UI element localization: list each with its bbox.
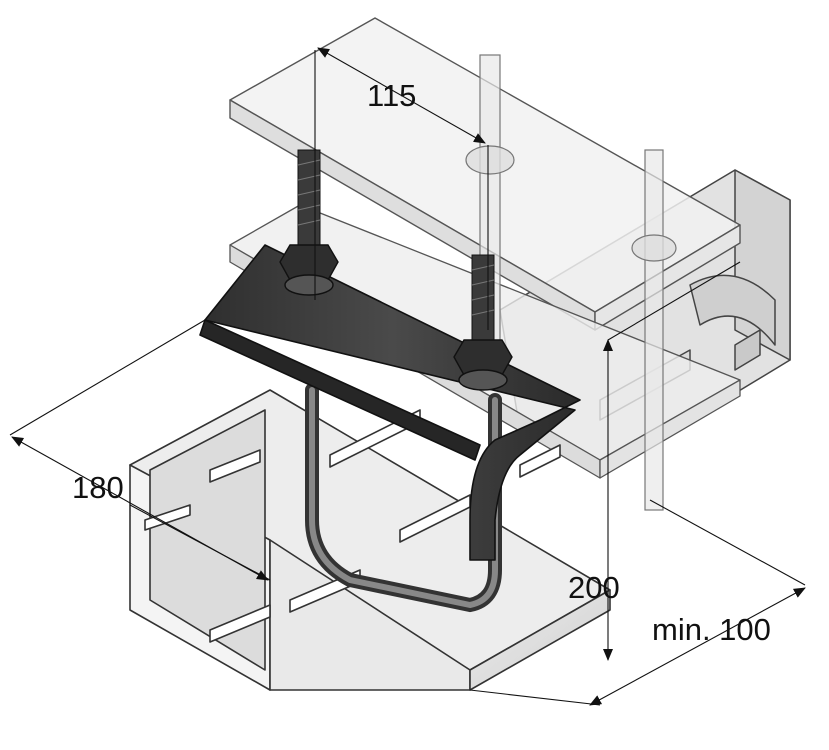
dimension-label-180: 180	[72, 470, 124, 505]
clamp-bracket	[199, 244, 581, 561]
dimension-lines	[9, 47, 806, 706]
dimension-label-min-100: min. 100	[652, 612, 771, 647]
rear-bolts	[465, 54, 677, 511]
u-bolt	[305, 383, 502, 613]
nut-icon	[279, 244, 513, 391]
dimension-label-200: 200	[568, 570, 620, 605]
dimension-label-115: 115	[367, 78, 417, 113]
